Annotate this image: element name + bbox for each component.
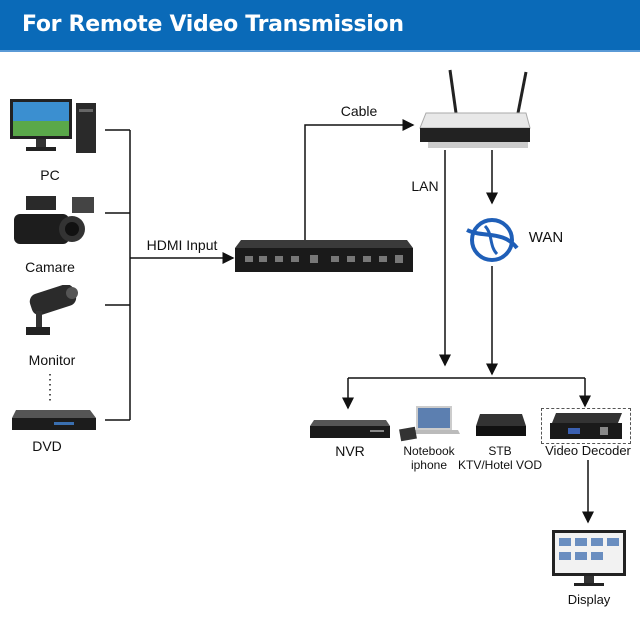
notebook-phone-icon bbox=[399, 406, 460, 442]
page-title: For Remote Video Transmission bbox=[22, 12, 404, 37]
globe-wan-icon bbox=[466, 218, 519, 262]
lan-label: LAN bbox=[411, 178, 439, 194]
dest-label-nvr: NVR bbox=[335, 443, 365, 459]
cable-label: Cable bbox=[340, 103, 378, 119]
camcorder-icon bbox=[14, 196, 94, 244]
video-encoder-icon bbox=[235, 240, 413, 272]
wan-label: WAN bbox=[528, 229, 564, 246]
source-label-monitor: Monitor bbox=[28, 352, 76, 368]
more-sources-ellipsis: ⋮⋮ bbox=[43, 372, 57, 402]
cctv-camera-icon bbox=[26, 285, 78, 335]
source-label-pc: PC bbox=[40, 167, 60, 183]
dest-label-video-decoder: Video Decoder bbox=[545, 443, 631, 458]
stb-icon bbox=[476, 414, 526, 436]
header-banner: For Remote Video Transmission bbox=[0, 0, 640, 52]
source-label-dvd: DVD bbox=[32, 438, 62, 454]
dvd-player-icon bbox=[12, 410, 96, 430]
source-label-camcorder: Camare bbox=[25, 259, 75, 275]
router-icon bbox=[419, 69, 531, 148]
video-decoder-frame bbox=[541, 408, 631, 444]
pc-icon bbox=[10, 99, 96, 153]
video-decoder-icon bbox=[550, 413, 622, 439]
display-label: Display bbox=[567, 592, 611, 607]
hdmi-input-label: HDMI Input bbox=[146, 237, 218, 253]
nvr-icon bbox=[310, 420, 390, 438]
display-monitor-icon bbox=[552, 530, 626, 586]
